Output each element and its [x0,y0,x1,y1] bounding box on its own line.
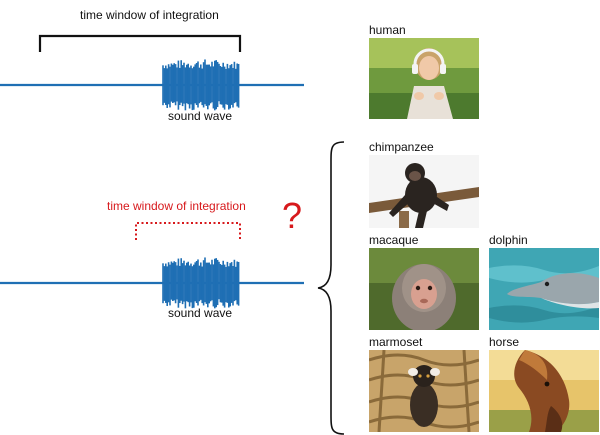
question-mark: ? [282,195,303,236]
species-curly-brace [317,141,345,435]
bottom-wave-label: sound wave [168,306,233,320]
label-horse: horse [489,335,520,349]
photo-dolphin [489,248,599,330]
label-marmoset: marmoset [369,335,423,349]
label-macaque: macaque [369,233,419,247]
label-human: human [369,23,406,37]
label-dolphin: dolphin [489,233,528,247]
top-wave-label: sound wave [168,109,233,123]
top-window-label: time window of integration [80,8,219,22]
top-window-bracket [38,34,242,52]
top-sound-wave [162,59,240,111]
label-chimpanzee: chimpanzee [369,140,434,154]
photo-chimpanzee [369,155,479,228]
photo-macaque [369,248,479,330]
bottom-window-label: time window of integration [107,199,246,213]
bottom-sound-wave [162,257,240,309]
photo-human [369,38,479,119]
photo-horse [489,350,599,432]
bottom-window-bracket-dotted [135,222,241,240]
photo-marmoset [369,350,479,432]
